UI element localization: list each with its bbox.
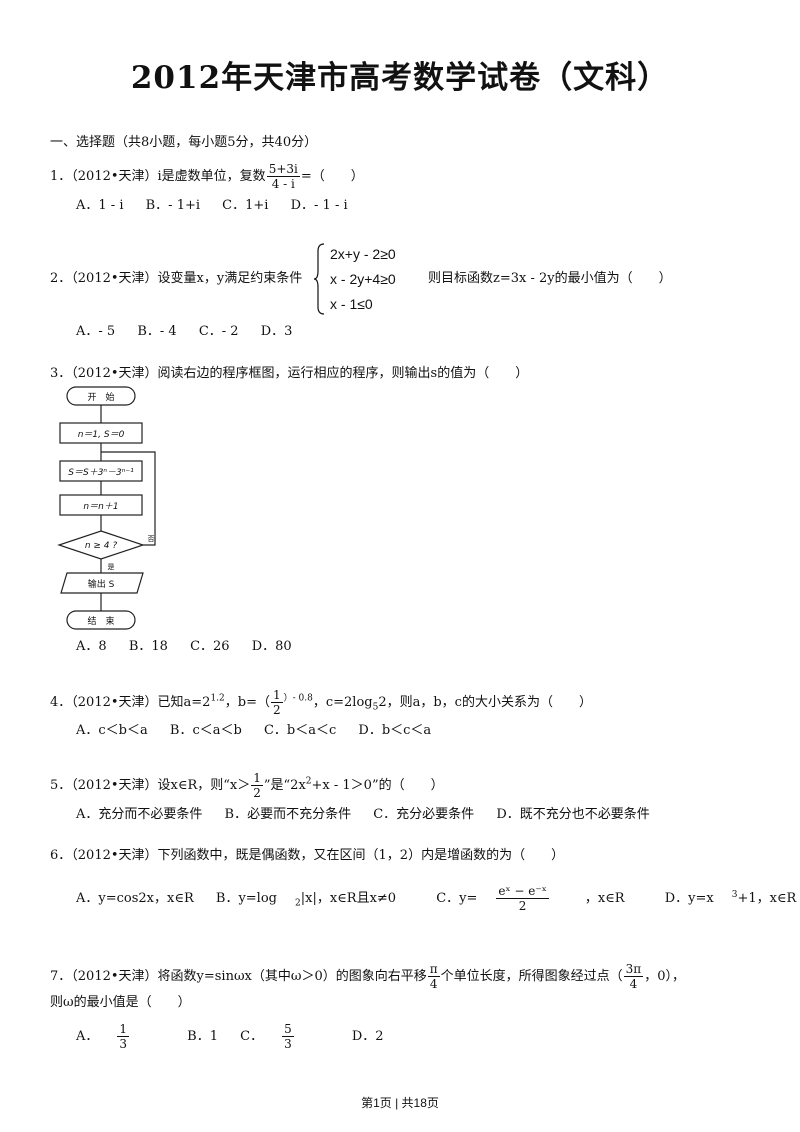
q1-options: A．1 - i B．- 1+i C．1+i D．- 1 - i [76, 197, 366, 215]
q3-option-b: B．18 [128, 639, 168, 654]
q4-options: A．c＜b＜a B．c＜a＜b C．b＜a＜c D．b＜c＜a [76, 722, 449, 740]
q1-option-c: C．1+i [222, 198, 269, 213]
q4-option-b: B．c＜a＜b [169, 723, 242, 738]
q4-option-a: A．c＜b＜a [76, 723, 148, 738]
flow-condition-label: n ≥ 4 ? [85, 541, 118, 551]
q5-option-b: B．必要而不充分条件 [224, 807, 352, 822]
flow-start-label: 开 始 [87, 391, 114, 403]
constraint-2: x - 2y+4≥0 [330, 271, 396, 287]
q3-option-d: D．80 [251, 639, 292, 654]
flowchart: 开 始 n＝1, S＝0 S＝S＋3ⁿ－3ⁿ⁻¹ n＝n＋1 n ≥ 4 ? 是… [57, 386, 156, 630]
constraint-1: 2x+y - 2≥0 [330, 246, 396, 262]
q2-option-d: D．3 [260, 324, 293, 339]
q5-option-c: C．充分必要条件 [373, 807, 475, 822]
q2-text: 2．（2012•天津）设变量x，y满足约束条件 [50, 271, 303, 286]
question-3: 3．（2012•天津）阅读右边的程序框图，运行相应的程序，则输出s的值为（ ） [50, 366, 529, 381]
q5-options: A．充分而不必要条件 B．必要而不充分条件 C．充分必要条件 D．既不充分也不必… [76, 806, 668, 824]
flow-end-label: 结 束 [87, 615, 114, 627]
q1-text: 1．（2012•天津）i是虚数单位，复数 [50, 169, 266, 184]
q3-option-c: C．26 [190, 639, 230, 654]
q2-constraints: 2x+y - 2≥0 x - 2y+4≥0 x - 1≤0 [330, 242, 396, 317]
q1-option-d: D．- 1 - i [290, 198, 348, 213]
flow-step2-label: n＝n＋1 [83, 502, 118, 512]
flow-no-label: 否 [148, 535, 155, 543]
flow-init-label: n＝1, S＝0 [78, 430, 125, 440]
question-2: 2．（2012•天津）设变量x，y满足约束条件 [50, 270, 302, 288]
flow-step1-label: S＝S＋3ⁿ－3ⁿ⁻¹ [68, 468, 134, 478]
q7-option-d: D．2 [351, 1029, 384, 1044]
q2-option-b: B．- 4 [137, 324, 177, 339]
q7-line2: 则ω的最小值是（ ） [50, 995, 191, 1010]
flow-output-box [60, 572, 144, 594]
page-footer: 第1页 | 共18页 [361, 1096, 439, 1110]
q4-option-d: D．b＜c＜a [358, 723, 432, 738]
flow-yes-label: 是 [108, 563, 115, 571]
flow-output-label: 输出 S [88, 578, 115, 590]
q3-options: A．8 B．18 C．26 D．80 [76, 638, 310, 656]
q7-option-b: B．1 [187, 1029, 218, 1044]
q1-option-a: A．1 - i [76, 198, 124, 213]
section-heading: 一、选择题（共8小题，每小题5分，共40分） [50, 135, 318, 150]
q3-option-a: A．8 [76, 639, 107, 654]
q2-option-a: A．- 5 [76, 324, 116, 339]
brace-icon [314, 243, 325, 315]
question-6: 6．（2012•天津）下列函数中，既是偶函数，又在区间（1，2）内是增函数的为（… [50, 848, 565, 863]
constraint-3: x - 1≤0 [330, 296, 373, 312]
q5-option-a: A．充分而不必要条件 [76, 807, 203, 822]
q2-options: A．- 5 B．- 4 C．- 2 D．3 [76, 323, 310, 341]
q2-suffix: 则目标函数z=3x - 2y的最小值为（ ） [428, 271, 672, 286]
q1-suffix: =（ ） [300, 169, 364, 184]
q6-option-a: A．y=cos2x，x∈R [76, 891, 194, 906]
page-title: 2012年天津市高考数学试卷（文科） [130, 60, 670, 96]
q2-option-c: C．- 2 [198, 324, 239, 339]
q5-option-d: D．既不充分也不必要条件 [496, 807, 650, 822]
q1-option-b: B．- 1+i [145, 198, 201, 213]
q4-option-c: C．b＜a＜c [263, 723, 337, 738]
